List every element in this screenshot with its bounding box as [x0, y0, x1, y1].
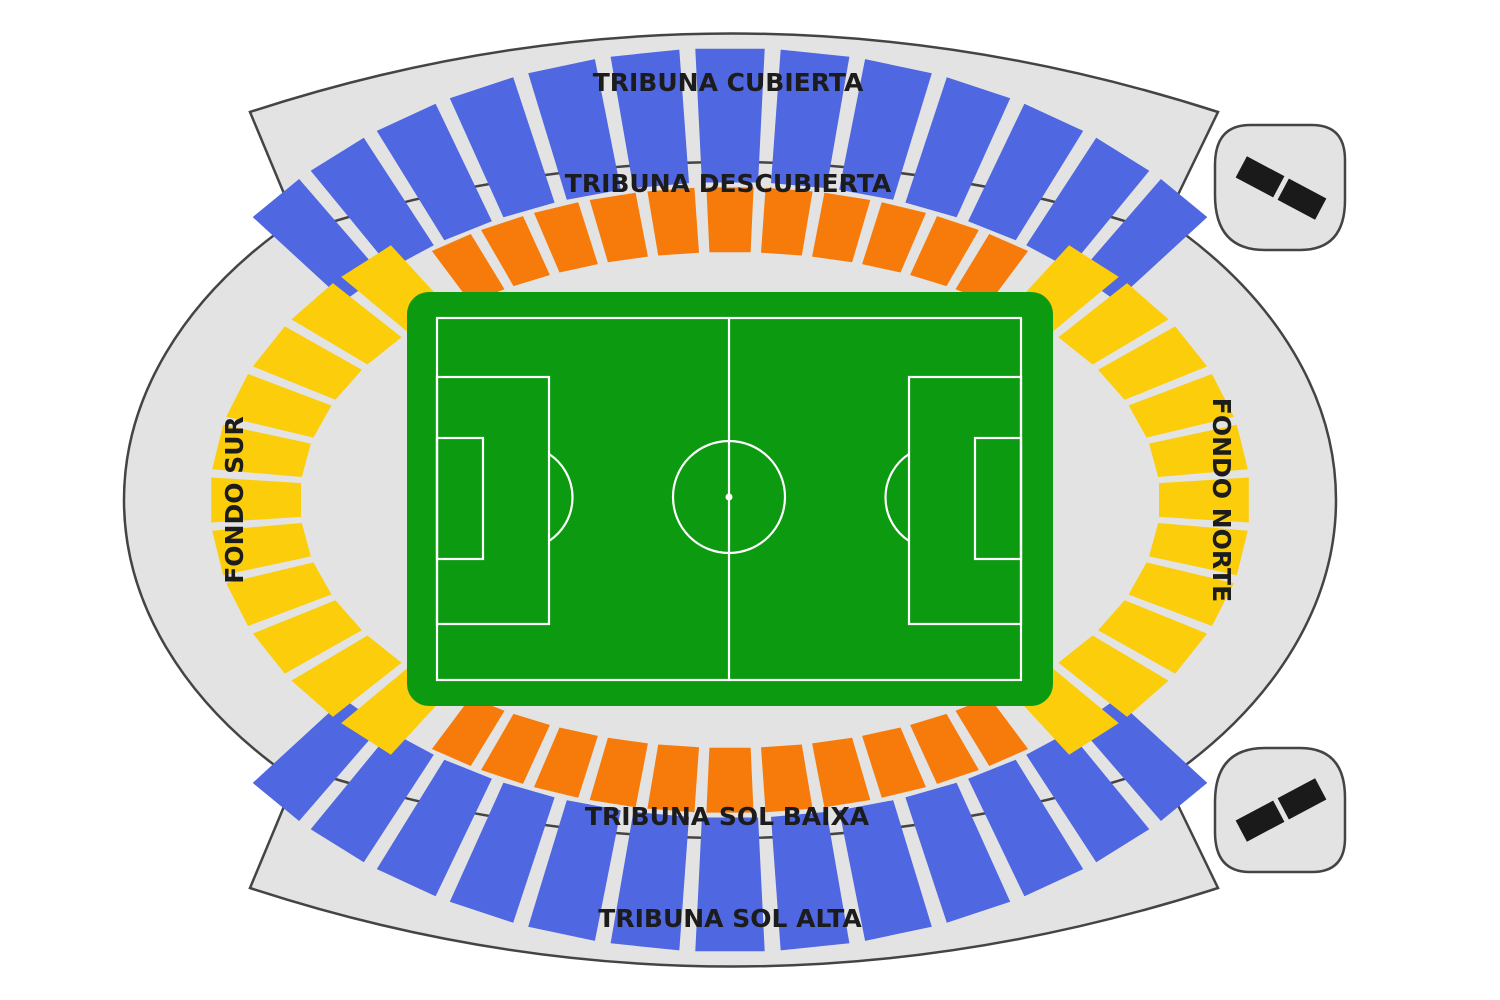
seat-block-tribuna-sol-alta[interactable] [610, 811, 689, 951]
seat-block-fondo-norte[interactable] [1128, 562, 1234, 626]
seat-block-tribuna-cubierta[interactable] [968, 103, 1084, 241]
seat-block-tribuna-cubierta[interactable] [1078, 179, 1208, 301]
seat-block-tribuna-sol-alta[interactable] [839, 800, 932, 941]
seat-block-fondo-sur[interactable] [226, 374, 332, 438]
seat-block-tribuna-cubierta[interactable] [449, 77, 555, 218]
seat-block-tribuna-sol-alta[interactable] [252, 699, 382, 821]
seat-block-fondo-sur[interactable] [212, 424, 311, 477]
seat-block-tribuna-cubierta[interactable] [905, 77, 1011, 218]
seat-block-tribuna-sol-alta[interactable] [528, 800, 621, 941]
seat-block-tribuna-cubierta[interactable] [376, 103, 492, 241]
seat-block-tribuna-descubierta[interactable] [706, 187, 754, 253]
seat-block-tribuna-sol-baixa[interactable] [706, 747, 754, 813]
seat-block-tribuna-sol-baixa[interactable] [647, 744, 699, 813]
seat-block-tribuna-cubierta[interactable] [839, 59, 932, 200]
label-tribuna-sol-alta: TRIBUNA SOL ALTA [598, 904, 862, 933]
seat-block-fondo-sur[interactable] [212, 523, 311, 576]
section-fondo-sur[interactable] [211, 245, 450, 755]
seat-block-tribuna-cubierta[interactable] [1026, 137, 1150, 269]
seat-block-tribuna-descubierta[interactable] [647, 187, 699, 256]
seat-block-tribuna-descubierta[interactable] [589, 192, 648, 263]
seat-block-tribuna-sol-alta[interactable] [905, 782, 1011, 923]
seat-block-tribuna-sol-alta[interactable] [449, 782, 555, 923]
seat-block-tribuna-cubierta[interactable] [610, 49, 689, 189]
access-ramp-top-icon [1213, 123, 1347, 252]
section-tribuna-sol-alta[interactable] [252, 699, 1208, 952]
seat-block-tribuna-descubierta[interactable] [910, 216, 979, 287]
seat-block-tribuna-cubierta[interactable] [528, 59, 621, 200]
seat-block-tribuna-sol-baixa[interactable] [431, 697, 505, 766]
seat-block-fondo-norte[interactable] [1098, 600, 1208, 674]
section-tribuna-descubierta[interactable] [431, 187, 1029, 303]
seat-block-fondo-norte[interactable] [1149, 424, 1248, 477]
seat-block-tribuna-sol-baixa[interactable] [862, 727, 926, 798]
seat-block-tribuna-sol-baixa[interactable] [812, 737, 871, 808]
label-tribuna-cubierta: TRIBUNA CUBIERTA [593, 68, 864, 97]
seat-block-fondo-sur[interactable] [252, 326, 362, 400]
seat-block-fondo-sur[interactable] [291, 635, 402, 717]
seat-block-fondo-norte[interactable] [1058, 635, 1169, 717]
seat-block-tribuna-descubierta[interactable] [431, 234, 505, 303]
label-tribuna-sol-baixa: TRIBUNA SOL BAIXA [585, 802, 870, 831]
seat-block-tribuna-sol-baixa[interactable] [589, 737, 648, 808]
access-ramp-bottom-icon [1213, 746, 1347, 874]
seat-block-fondo-sur[interactable] [211, 477, 301, 523]
seat-block-tribuna-sol-baixa[interactable] [761, 744, 813, 813]
seat-block-tribuna-sol-alta[interactable] [695, 817, 765, 952]
seat-block-fondo-sur[interactable] [226, 562, 332, 626]
seat-block-tribuna-sol-baixa[interactable] [955, 697, 1029, 766]
seat-block-tribuna-sol-baixa[interactable] [481, 713, 550, 784]
seat-block-tribuna-descubierta[interactable] [812, 192, 871, 263]
seat-block-tribuna-cubierta[interactable] [771, 49, 850, 189]
section-tribuna-cubierta[interactable] [252, 48, 1208, 301]
seat-block-fondo-norte[interactable] [1098, 326, 1208, 400]
seat-block-fondo-norte[interactable] [1128, 374, 1234, 438]
seat-block-tribuna-sol-alta[interactable] [771, 811, 850, 951]
seat-block-tribuna-sol-baixa[interactable] [534, 727, 598, 798]
seat-block-fondo-norte[interactable] [1149, 523, 1248, 576]
football-pitch [407, 292, 1053, 706]
seat-block-tribuna-cubierta[interactable] [695, 48, 765, 183]
seat-block-fondo-norte[interactable] [1159, 477, 1249, 523]
label-fondo-norte: FONDO NORTE [1207, 398, 1236, 602]
seat-block-tribuna-descubierta[interactable] [534, 202, 598, 273]
seat-block-tribuna-sol-alta[interactable] [1078, 699, 1208, 821]
seat-block-fondo-sur[interactable] [291, 283, 402, 365]
seat-block-tribuna-descubierta[interactable] [761, 187, 813, 256]
seat-block-fondo-norte[interactable] [1058, 283, 1169, 365]
section-tribuna-sol-baixa[interactable] [431, 697, 1029, 813]
label-fondo-sur: FONDO SUR [220, 416, 249, 584]
seat-block-tribuna-descubierta[interactable] [862, 202, 926, 273]
seat-block-tribuna-sol-baixa[interactable] [910, 713, 979, 784]
seat-block-tribuna-sol-alta[interactable] [1026, 731, 1150, 863]
seat-block-tribuna-sol-alta[interactable] [310, 731, 434, 863]
seat-block-tribuna-descubierta[interactable] [955, 234, 1029, 303]
seat-block-tribuna-cubierta[interactable] [252, 179, 382, 301]
seat-block-tribuna-cubierta[interactable] [310, 137, 434, 269]
seat-block-tribuna-sol-alta[interactable] [376, 759, 492, 897]
seat-block-fondo-sur[interactable] [252, 600, 362, 674]
seat-block-tribuna-descubierta[interactable] [481, 216, 550, 287]
label-tribuna-descubierta: TRIBUNA DESCUBIERTA [565, 169, 892, 198]
seat-block-tribuna-sol-alta[interactable] [968, 759, 1084, 897]
